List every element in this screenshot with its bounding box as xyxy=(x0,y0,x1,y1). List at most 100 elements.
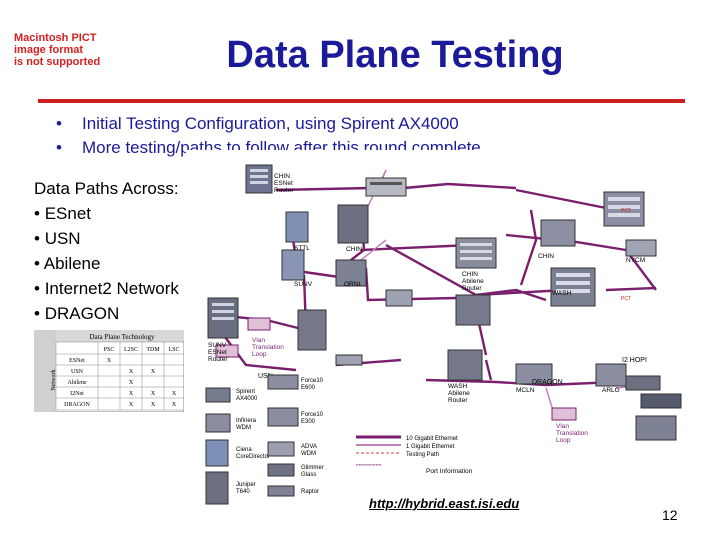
table-cell-mark: X xyxy=(129,402,134,408)
table-cell-mark: X xyxy=(151,402,156,408)
table-header: LSC xyxy=(168,347,179,353)
legend-label: Juniper xyxy=(236,482,256,488)
vlan-loop-icon xyxy=(247,317,271,331)
table-row-label: USN xyxy=(71,369,84,375)
table-row-label: ESNet xyxy=(69,358,85,364)
switch-icon xyxy=(540,219,576,247)
table-cell-mark: X xyxy=(107,358,112,364)
node-label: PCT xyxy=(621,208,631,214)
node-label: CHIN xyxy=(462,271,478,278)
node-label: STTL xyxy=(294,245,310,252)
vlan-loop-icon xyxy=(215,344,239,358)
node-labels: CHIN ESNet Router STTL CHIN SUNV ORNL CH… xyxy=(208,173,647,444)
legend-fineprint: ▪▪▪▪▪▪▪▪▪▪▪▪▪▪▪▪▪▪ xyxy=(356,462,382,467)
router-icon xyxy=(297,309,327,351)
ciena-icon xyxy=(205,439,229,467)
link-legend: 10 Gigabit Ethernet 1 Gigabit Ethernet T… xyxy=(356,435,473,475)
node-label: ESNet xyxy=(208,349,227,356)
data-path-item: • Internet2 Network xyxy=(34,279,179,298)
data-path-item: • DRAGON xyxy=(34,304,120,323)
router-icon xyxy=(447,349,483,381)
port-info-label: Port Information xyxy=(426,468,473,475)
switch-icon xyxy=(625,239,657,257)
pict-unsupported-notice: Macintosh PICT image format is not suppo… xyxy=(14,32,124,68)
table-cell-mark: X xyxy=(172,402,177,408)
switch-icon xyxy=(335,354,363,366)
table-row-label: DRAGON xyxy=(64,402,90,408)
switch-icon xyxy=(515,363,553,385)
switch-icon xyxy=(385,289,413,307)
node-label: NYCM xyxy=(626,257,645,264)
legend-label: E300 xyxy=(301,419,316,425)
data-path-item: • USN xyxy=(34,229,81,248)
node-label: Translation xyxy=(556,430,588,437)
table-side-label: Network xyxy=(51,370,57,391)
node-label: WASH xyxy=(552,290,572,297)
node-label: Loop xyxy=(252,351,267,358)
force10-icon xyxy=(267,407,299,427)
legend-label: Force10 xyxy=(301,412,324,418)
juniper-icon xyxy=(205,471,229,505)
node-label: Router xyxy=(208,356,228,363)
project-link[interactable]: http://hybrid.east.isi.edu xyxy=(369,496,520,511)
node-label: CHIN xyxy=(538,253,554,260)
node-label: WASH xyxy=(448,383,468,390)
legend-label: WDM xyxy=(301,451,316,457)
table-header: TDM xyxy=(146,347,160,353)
node-label: ORNL xyxy=(344,281,362,288)
switch-icon xyxy=(640,393,682,409)
switch-icon xyxy=(635,415,677,441)
node-label: Abilene xyxy=(448,390,470,397)
node-label: I2 HOPI xyxy=(622,357,647,364)
node-label: PCT xyxy=(621,296,631,302)
switch-icon xyxy=(365,177,407,197)
pict-line: image format xyxy=(14,44,84,56)
legend-label: CoreDirector xyxy=(236,454,270,460)
node-label: DRAGON xyxy=(532,379,563,386)
pict-line: is not supported xyxy=(14,56,101,68)
raptor-icon xyxy=(267,485,295,497)
table-cell-mark: X xyxy=(129,380,134,386)
table-cell-mark: X xyxy=(129,369,134,375)
node-label: Loop xyxy=(556,437,571,444)
node-label: MCLN xyxy=(516,387,535,394)
adva-icon xyxy=(267,441,295,457)
table-cell-mark: X xyxy=(172,391,177,397)
legend-label: Ciena xyxy=(236,447,252,453)
node-label: ARLG xyxy=(602,387,620,394)
legend-label: Spirent xyxy=(236,389,255,395)
bullet-item: •Initial Testing Configuration, using Sp… xyxy=(56,114,459,133)
node-label: CHIN xyxy=(346,246,362,253)
title-divider xyxy=(38,99,685,103)
node-label: Vlan xyxy=(252,337,265,344)
infinera-icon xyxy=(205,413,231,433)
legend-label: Infinera xyxy=(236,418,257,424)
legend-label: Raptor xyxy=(301,489,319,495)
node-label: Router xyxy=(448,397,468,404)
legend-label: E600 xyxy=(301,385,316,391)
legend-label: 1 Gigabit Ethernet xyxy=(406,444,455,450)
switch-icon xyxy=(625,375,661,391)
node-label: SUNV xyxy=(294,281,313,288)
legend-label: Glimmer xyxy=(301,465,324,471)
legend-label: T640 xyxy=(236,489,250,495)
router-icon xyxy=(455,294,491,326)
node-label: Abilene xyxy=(462,278,484,285)
table-cell-mark: X xyxy=(129,391,134,397)
legend-label: ADVA xyxy=(301,444,317,450)
wdm-icon xyxy=(281,249,305,281)
node-label: ESNet xyxy=(274,180,293,187)
vlan-loop-icon xyxy=(551,407,577,421)
force10-icon xyxy=(267,374,299,390)
data-paths-list: Data Paths Across: • ESnet • USN • Abile… xyxy=(34,176,179,326)
table-title: Data Plane Technology xyxy=(89,333,155,341)
data-paths-heading: Data Paths Across: xyxy=(34,179,179,198)
pict-line: Macintosh PICT xyxy=(14,32,97,44)
table-header: L2SC xyxy=(124,347,138,353)
node-label: Router xyxy=(274,187,294,194)
device-legend: Spirent AX4000 Infinera WDM Ciena CoreDi… xyxy=(205,374,324,505)
legend-label: 10 Gigabit Ethernet xyxy=(406,436,458,442)
node-label: USN xyxy=(258,373,273,380)
glimmerglass-icon xyxy=(267,463,295,477)
